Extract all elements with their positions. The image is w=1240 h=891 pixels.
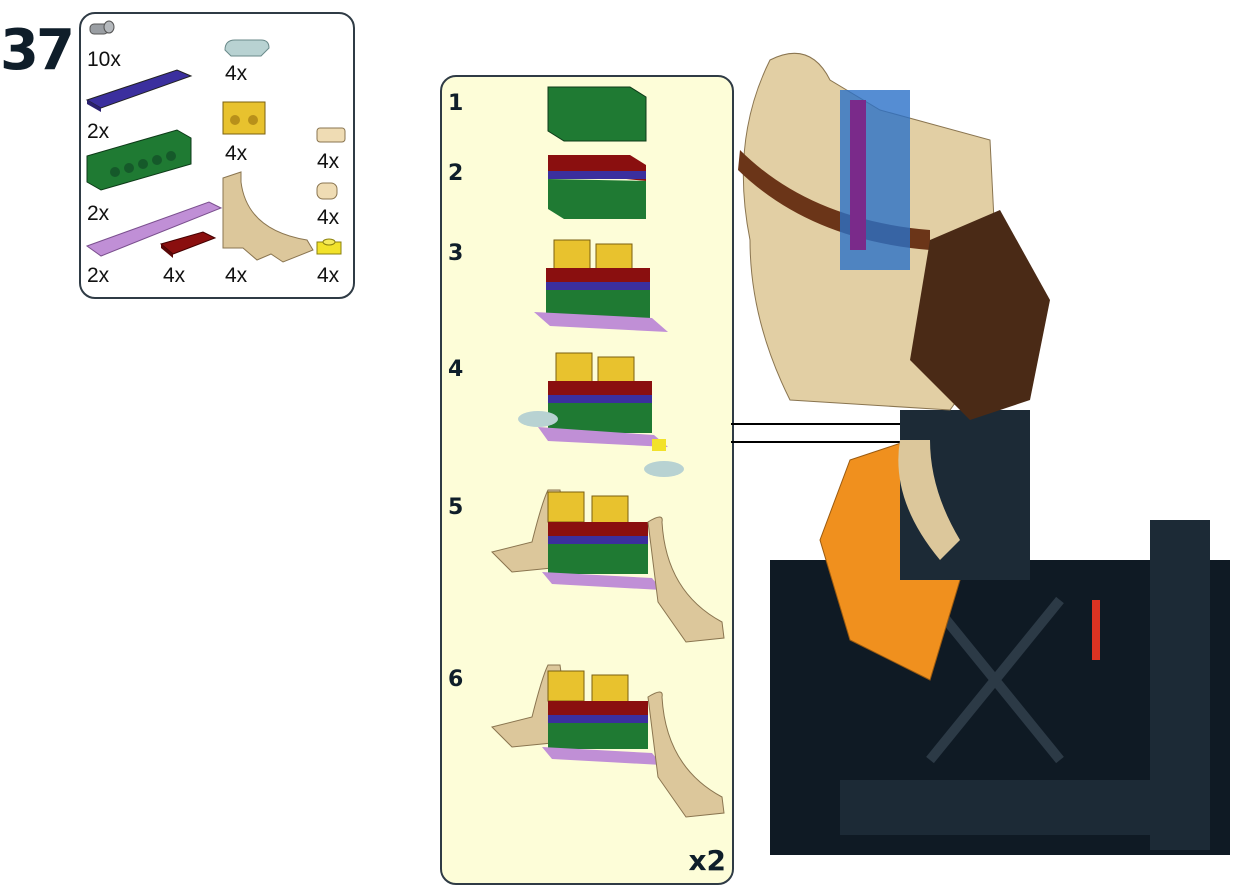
substep-4-build — [518, 352, 684, 477]
substeps-panel: 1 2 3 4 5 6 x2 — [440, 75, 734, 885]
qty-plate-blue: 2x — [87, 120, 110, 143]
part-technic-brick-green — [86, 129, 192, 191]
qty-technic-brick-yellow: 4x — [225, 142, 248, 165]
qty-axle-pin: 10x — [87, 48, 121, 71]
part-plate-blue — [85, 69, 193, 112]
model-neck — [898, 410, 1030, 580]
substep-label: 3 — [448, 241, 464, 266]
part-arch-tan — [222, 171, 314, 263]
part-plate-dark-red — [159, 231, 217, 258]
multiplier-label: x2 — [688, 844, 726, 877]
part-plate-yellow — [316, 238, 342, 255]
substep-2-build — [548, 155, 646, 219]
qty-plate-dark-red: 4x — [163, 264, 186, 287]
qty-technic-brick-green: 2x — [87, 202, 110, 225]
substep-6-build — [491, 664, 725, 818]
substep-label: 6 — [448, 667, 464, 692]
model-feathers — [910, 210, 1050, 420]
substep-label: 1 — [448, 91, 464, 116]
part-round-brick-tan — [316, 182, 338, 200]
part-tile-tan — [316, 127, 346, 143]
substep-label: 5 — [448, 495, 464, 520]
step-number: 37 — [0, 18, 75, 83]
substep-label: 2 — [448, 161, 464, 186]
substep-label: 4 — [448, 357, 464, 382]
part-axle-pin — [89, 20, 115, 35]
qty-plate-rounded-aqua: 4x — [225, 62, 248, 85]
part-technic-brick-yellow — [222, 101, 266, 135]
qty-tile-tan: 4x — [317, 150, 340, 173]
model-assembly — [738, 52, 1230, 855]
part-plate-rounded-aqua — [224, 39, 270, 57]
qty-plate-lavender: 2x — [87, 264, 110, 287]
substep-1-build — [547, 86, 647, 142]
substep-5-build — [491, 489, 725, 643]
qty-round-brick-tan: 4x — [317, 206, 340, 229]
qty-arch-tan: 4x — [225, 264, 248, 287]
qty-plate-yellow: 4x — [317, 264, 340, 287]
parts-list-box: 10x 2x 2x 2x 4x 4x 4x 4x 4x 4x 4x — [79, 12, 355, 299]
substep-3-build — [534, 239, 668, 332]
part-plate-lavender — [85, 201, 223, 257]
